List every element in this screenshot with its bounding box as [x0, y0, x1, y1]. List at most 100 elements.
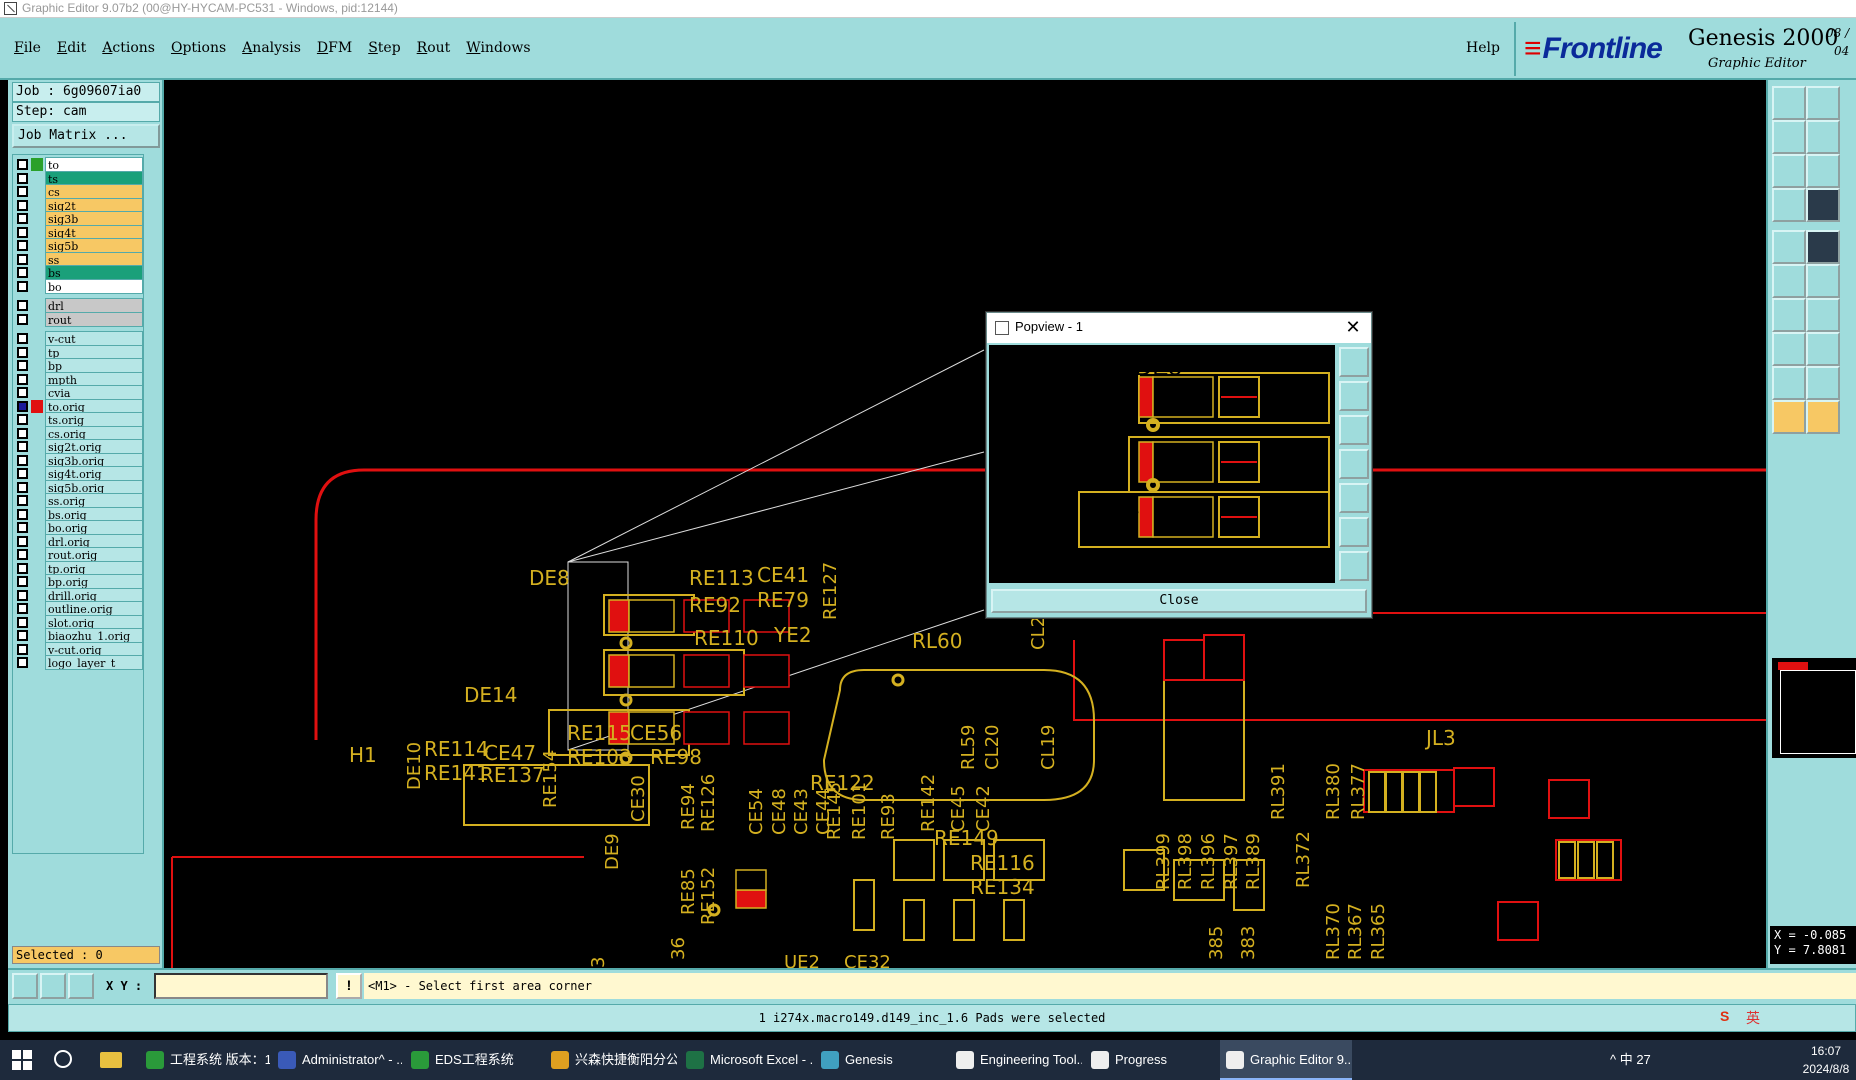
- minimap[interactable]: [1772, 658, 1856, 758]
- taskbar-item[interactable]: Microsoft Excel - ...: [680, 1040, 812, 1080]
- layer-row[interactable]: cvia: [15, 385, 143, 400]
- file-explorer-icon[interactable]: [100, 1052, 122, 1068]
- layer-color-swatch[interactable]: [31, 440, 43, 453]
- layer-checkbox[interactable]: [17, 616, 28, 628]
- layer-checkbox[interactable]: [17, 199, 28, 211]
- pv-pan-right-icon[interactable]: [1339, 483, 1369, 513]
- layer-row[interactable]: biaozhu_1.orig: [15, 628, 143, 643]
- layer-name[interactable]: sig4t.orig: [45, 466, 143, 481]
- grid-icon[interactable]: [68, 973, 94, 999]
- taskbar-item[interactable]: Genesis: [815, 1040, 947, 1080]
- layer-name[interactable]: logo_layer_t: [45, 655, 143, 670]
- pan-left-icon[interactable]: [1772, 120, 1806, 154]
- delete-icon[interactable]: [1806, 332, 1840, 366]
- popview-canvas[interactable]: DE8 DE14 RE115: [989, 345, 1335, 583]
- taskbar-item[interactable]: Progress: [1085, 1040, 1217, 1080]
- search-icon[interactable]: [54, 1050, 72, 1068]
- layer-color-swatch[interactable]: [31, 253, 43, 266]
- layer-checkbox[interactable]: [17, 603, 28, 614]
- layer-name[interactable]: rout: [45, 311, 143, 327]
- layer-checkbox[interactable]: [17, 468, 28, 479]
- menu-rout[interactable]: Rout: [416, 40, 451, 56]
- layer-color-swatch[interactable]: [31, 629, 43, 642]
- snap-icon[interactable]: [12, 973, 38, 999]
- layer-row[interactable]: bo: [15, 278, 143, 294]
- layer-color-swatch[interactable]: [31, 616, 43, 629]
- pv-zoom-in-icon[interactable]: [1339, 517, 1369, 547]
- layer-checkbox[interactable]: [17, 373, 28, 385]
- pv-zoom-out-icon[interactable]: [1339, 415, 1369, 445]
- pv-pan-left-icon[interactable]: [1339, 449, 1369, 479]
- layer-color-swatch[interactable]: [31, 427, 43, 440]
- layer-color-swatch[interactable]: [31, 508, 43, 521]
- pv-home-icon[interactable]: [1339, 381, 1369, 411]
- layer-checkbox[interactable]: [17, 481, 28, 493]
- layer-checkbox[interactable]: [17, 280, 28, 292]
- system-tray[interactable]: ^ 中 27: [1610, 1052, 1651, 1067]
- layer-color-swatch[interactable]: [31, 313, 43, 326]
- layer-color-swatch[interactable]: [31, 481, 43, 494]
- zoom-window-icon[interactable]: [1806, 154, 1840, 188]
- layer-checkbox[interactable]: [17, 346, 28, 358]
- layer-checkbox[interactable]: [17, 333, 28, 344]
- layer-row[interactable]: drl.orig: [15, 533, 143, 549]
- layer-color-swatch[interactable]: [31, 226, 43, 239]
- menu-options[interactable]: Options: [170, 40, 227, 56]
- layer-row[interactable]: bp.orig: [15, 574, 143, 589]
- add-line-icon[interactable]: [1772, 298, 1806, 332]
- layer-checkbox[interactable]: [17, 495, 28, 506]
- menu-dfm[interactable]: DFM: [316, 40, 353, 56]
- layer-color-swatch[interactable]: [31, 535, 43, 548]
- layer-checkbox[interactable]: [17, 172, 28, 184]
- layer-color-swatch[interactable]: [31, 185, 43, 198]
- layer-color-swatch[interactable]: [31, 373, 43, 386]
- layer-color-swatch[interactable]: [31, 494, 43, 507]
- layer-checkbox[interactable]: [17, 226, 28, 238]
- cross-icon[interactable]: [1806, 264, 1840, 298]
- layer-row[interactable]: to.orig: [15, 398, 143, 414]
- layer-color-swatch[interactable]: [31, 266, 43, 279]
- layer-name[interactable]: tp.orig: [45, 560, 143, 576]
- layer-color-swatch[interactable]: [31, 280, 43, 293]
- layer-name[interactable]: bo: [45, 278, 143, 294]
- select-icon[interactable]: [1772, 400, 1806, 434]
- layer-checkbox[interactable]: [17, 414, 28, 425]
- layer-checkbox[interactable]: [17, 508, 28, 520]
- layer-checkbox[interactable]: [17, 387, 28, 398]
- layer-checkbox[interactable]: [17, 549, 28, 560]
- layer-checkbox[interactable]: [17, 400, 28, 412]
- fit-icon[interactable]: [1772, 154, 1806, 188]
- taskbar-item[interactable]: Administrator^ - ...: [272, 1040, 402, 1080]
- layer-row[interactable]: sig4t.orig: [15, 466, 143, 481]
- layer-color-swatch[interactable]: [31, 454, 43, 467]
- clock[interactable]: 16:07 2024/8/8: [1796, 1042, 1856, 1078]
- taskbar-item[interactable]: 工程系统 版本：1...: [140, 1040, 270, 1080]
- layer-row[interactable]: to: [15, 157, 143, 172]
- menu-windows[interactable]: Windows: [466, 40, 531, 56]
- pv-zoom-fit-icon[interactable]: [1339, 347, 1369, 377]
- layer-color-swatch[interactable]: [31, 359, 43, 372]
- layer-name[interactable]: sig2t: [45, 197, 143, 213]
- layer-row[interactable]: mpth: [15, 371, 143, 387]
- layer-color-swatch[interactable]: [31, 346, 43, 359]
- xy-input[interactable]: [154, 973, 328, 999]
- zoom-page-icon[interactable]: [1806, 86, 1840, 120]
- layer-color-swatch[interactable]: [31, 332, 43, 345]
- menu-edit[interactable]: Edit: [56, 40, 87, 56]
- layer-checkbox[interactable]: [17, 427, 28, 439]
- layer-color-swatch[interactable]: [31, 386, 43, 399]
- layer-checkbox[interactable]: [17, 313, 28, 325]
- select-area-icon[interactable]: [1806, 400, 1840, 434]
- menu-help[interactable]: Help: [1466, 40, 1500, 56]
- layer-color-swatch[interactable]: [31, 199, 43, 212]
- layer-checkbox[interactable]: [17, 589, 28, 601]
- layer-checkbox[interactable]: [17, 643, 28, 655]
- close-icon[interactable]: ✕: [1345, 317, 1361, 337]
- layer-checkbox[interactable]: [17, 300, 28, 311]
- layer-name[interactable]: mpth: [45, 371, 143, 387]
- taskbar-item[interactable]: EDS工程系统: [405, 1040, 540, 1080]
- layer-row[interactable]: rout: [15, 311, 143, 327]
- layer-name[interactable]: drl.orig: [45, 533, 143, 549]
- layer-color-swatch[interactable]: [31, 467, 43, 480]
